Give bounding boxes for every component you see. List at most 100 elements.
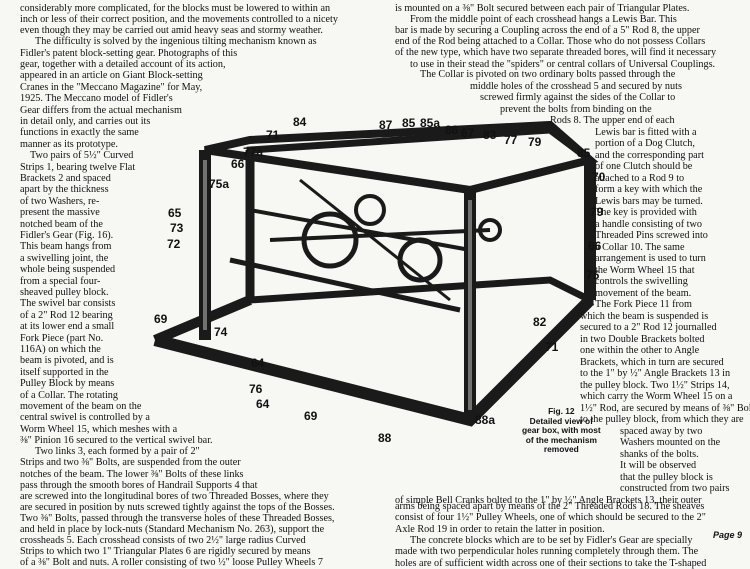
left-column-line: at its lower end a small [20,321,115,333]
left-column-line: The swivel bar consists [20,298,116,310]
figure-label: 76 [249,382,263,396]
right-column-line: a Collar 10. The same [595,241,685,253]
left-column-line: Fidler's patent block-setting gear. Phot… [20,47,238,59]
left-column-line: from a special four- [20,275,101,287]
left-column-line: appeared in an article on Giant Block-se… [20,70,203,82]
pinion [354,194,386,226]
left-column-line: itself supported in the [20,366,109,378]
page-number: Page 9 [713,530,743,540]
figure-label: 70 [592,170,606,184]
right-column-line: one within the other to Angle [580,345,700,356]
left-column-line: Strips and two ⅜" Bolts, are suspended f… [20,457,241,469]
figure-label: 85a [420,116,441,130]
right-column-line: holes are of sufficient width across one… [395,557,707,569]
right-column-line: the Worm Wheel 15 that [595,264,695,276]
right-column-line: The Fork Piece 11 from [595,299,692,310]
right-column-line: bar is made by securing a Coupling acros… [395,25,700,37]
left-column-line: Worm Wheel 15, which meshes with a [20,423,178,435]
left-column-line: The difficulty is solved by the ingeniou… [35,36,317,48]
figure-label: 77 [504,133,518,147]
upright-holes [468,200,472,410]
figure-label: 88a [475,413,496,427]
right-column-line: It will be observed [620,460,697,471]
left-column-line: whole being suspended [20,264,116,276]
right-column-line: middle holes of the crosshead 5 and secu… [470,80,682,92]
right-column-line: the pulley block. Two 1½" Strips 14, [580,379,730,391]
left-column-line: Pulley Block by means [20,378,115,390]
right-column-line: arms being spaced apart by means of the … [395,501,705,512]
right-column-line: in two Double Brackets bolted [580,333,705,345]
figure-label: 88 [378,431,392,445]
shaft [249,208,471,252]
left-column-line: functions in exactly the same [20,127,139,139]
figure-label: 75a [209,177,230,191]
left-column-line: are screwed into the longitudinal bores … [20,490,329,502]
right-column-line: The Collar is pivoted on two ordinary bo… [420,69,676,80]
left-column-line: and held in place by lock-nuts (Standard… [20,524,325,535]
right-column-line: portion of a Dog Clutch, [595,138,695,149]
left-column-line: sheaved pulley block. [20,287,109,298]
gear-wheel [301,211,359,269]
right-column-line: is mounted on a ⅜" Bolt secured between … [395,3,690,14]
left-column-line: of a Collar. The rotating [20,389,118,401]
caption-line: gear box, with most [522,425,601,435]
left-column-line: of a 2" Rod 12 bearing [20,309,113,321]
right-column-line: consist of four 1½" Pulley Wheels, one o… [395,512,706,524]
right-column-line: Threaded Pins screwed into [595,230,708,241]
right-column-line: attached to a Rod 9 to [595,172,685,184]
gearbox-figure [153,120,599,427]
right-column-line: to use in their stead the "spiders" or c… [410,58,716,70]
figure-label: 86 [445,123,459,137]
figure-label: 64 [256,397,270,411]
right-column-line: arrangement is used to turn [595,253,706,264]
figure-label: 73 [170,221,184,235]
right-column-line: secured to a 2" Rod 12 journalled [580,322,717,333]
pinion [478,218,502,242]
right-column-line: controls the swivelling [595,276,688,287]
top-frame [204,120,599,195]
left-column-line: Two ⅜" Bolts, passed through the transve… [20,512,335,524]
left-column-line: even though they may be carried out amid… [20,25,323,37]
front-base-girder [153,295,595,427]
right-column-line: that the pulley block is [620,471,713,483]
figure-label: 66 [588,239,602,253]
left-column-line: are secured in position by nuts screwed … [20,501,335,513]
left-column-line: pass through the smooth bores of Handrai… [20,479,258,491]
right-column-line: which the beam is suspended is [580,310,709,322]
caption-line: Fig. 12 [548,406,575,416]
right-column-line: which carry the Worm Wheel 15 on a [580,391,733,402]
right-column-line: constructed from two pairs [620,483,730,494]
left-column-line: Strips 1, bearing twelve Flat [20,161,136,173]
right-column-line: screwed firmly against the sides of the … [480,92,676,103]
figure-label: 66 [231,157,245,171]
left-column-line: ⅜" Pinion 16 secured to the vertical swi… [20,435,213,447]
figure-label: 64 [251,356,265,370]
figure-label: 85 [402,116,416,130]
left-column-line: notched beam of the [20,218,103,230]
right-column-line: Rods 8. The upper end of each [550,115,675,126]
right-column-line: a handle consisting of two [595,218,702,230]
figure-label: 83 [483,128,497,142]
gear-wheel [397,237,443,283]
right-column-line: and the corresponding part [595,149,704,161]
right-column-line: From the middle point of each crosshead … [410,14,677,26]
left-column-line: movement of the beam on the [20,401,142,412]
figure-label: 71 [545,340,559,354]
caption-line: Detailed view of [529,415,593,426]
left-column-line: Two links 3, each formed by a pair of 2" [35,446,200,458]
figure-label: 67 [461,126,475,140]
right-column-line: Axle Rod 19 in order to retain the latte… [395,523,605,535]
right-column-line: The key is provided with [595,207,697,218]
right-column-line: Washers mounted on the [620,437,721,448]
left-column-line: inch or less of their correct position, … [20,14,338,26]
left-column-line: a swivelling joint, the [20,252,109,264]
figure-label: 84 [293,115,307,129]
left-column-line: Strips to which two 1" Triangular Plates… [20,546,311,558]
left-column-line: Two pairs of 5½" Curved [30,150,134,162]
left-column-line: Gear differs from the actual mechanism [20,104,182,116]
right-column-line: made with two perpendicular holes runnin… [395,546,699,558]
left-column-line: of two Washers, re- [20,195,100,207]
right-column-line: of simple Bell Cranks bolted to the 1" b… [395,494,702,506]
shaft [269,228,491,242]
